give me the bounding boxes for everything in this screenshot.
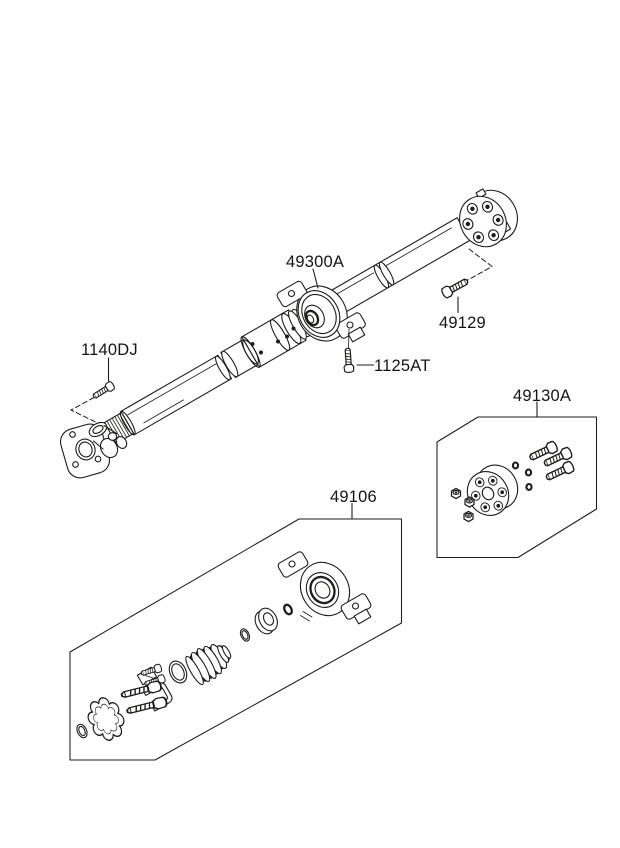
bolt-1125AT [342, 347, 355, 374]
flex-coupling-disc [459, 188, 518, 248]
bearing-bracket-ear [276, 280, 308, 308]
callout-49130A[interactable]: 49130A [513, 387, 571, 405]
center-bearing-assembly [276, 280, 366, 343]
callouts: 49300A 49129 1140DJ 1125AT 49130A 49106 [81, 253, 571, 506]
bearing-bracket-ear [335, 312, 366, 343]
dashed-leader-49129 [466, 248, 493, 281]
kit-bearing-bracket [277, 551, 372, 625]
kit-nut [450, 487, 462, 500]
leader-lines [70, 248, 538, 520]
o-ring-small [76, 723, 88, 739]
retainer-ring [168, 660, 188, 684]
kit-nut [464, 496, 475, 508]
kit-box-outline [436, 416, 598, 559]
callout-49129[interactable]: 49129 [439, 314, 486, 332]
kit-coupling-disc [466, 464, 519, 516]
bolt-1140DJ [90, 380, 117, 402]
dust-cover-cup [254, 607, 278, 635]
kit-nut [463, 510, 474, 523]
slip-sleeve [240, 309, 307, 368]
long-bolt [125, 695, 169, 718]
bolt-49129 [439, 275, 471, 300]
spacer-ring [239, 628, 251, 642]
callout-1125AT[interactable]: 1125AT [374, 357, 431, 375]
kit-washer [511, 461, 520, 470]
kit-washer [525, 482, 533, 492]
kit-washer [524, 468, 533, 477]
callout-49106[interactable]: 49106 [330, 488, 377, 506]
bellows-boot [185, 644, 232, 686]
propeller-shaft-assembly [59, 188, 518, 479]
dashed-leader-1140DJ [70, 397, 98, 424]
kit-49130A [436, 416, 598, 559]
front-drive-tube [119, 338, 259, 436]
o-ring-dark [283, 603, 293, 616]
scalloped-plate [87, 697, 125, 741]
callout-1140DJ[interactable]: 1140DJ [81, 341, 138, 359]
kit-box-outline [69, 518, 403, 761]
kit-49106 [69, 518, 403, 761]
callout-49300A[interactable]: 49300A [286, 253, 344, 271]
flange-yoke [59, 421, 128, 479]
